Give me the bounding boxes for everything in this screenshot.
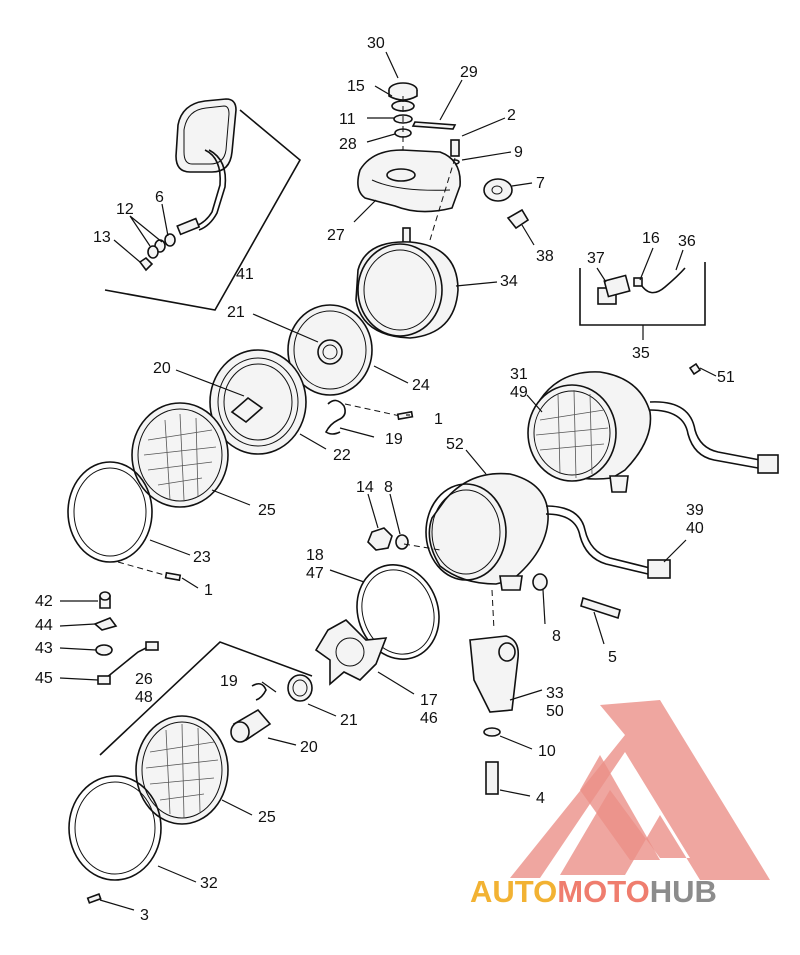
callout-12: 12	[116, 201, 134, 218]
callout-5: 5	[608, 649, 617, 666]
callout-11: 11	[339, 111, 356, 128]
callout-33: 33	[546, 685, 564, 702]
callout-4: 4	[536, 790, 545, 807]
callout-52: 52	[446, 436, 464, 453]
connector-group	[579, 262, 706, 340]
callout-29: 29	[460, 64, 478, 81]
aux-lamp-upper	[527, 371, 779, 493]
trim-ring-22	[209, 349, 307, 455]
bulb-retainer	[314, 619, 388, 686]
bulb-socket-lower	[287, 674, 313, 702]
callout-46: 46	[420, 710, 438, 727]
callout-numbers: 30 29 15 2 11 28 9 7 27 38 16 36 37 34 3…	[35, 35, 735, 924]
watermark-triangle	[510, 700, 770, 880]
gasket-ring	[356, 564, 440, 660]
callout-25-upper: 25	[258, 502, 276, 519]
callout-19-upper: 19	[385, 431, 403, 448]
callout-13: 13	[93, 229, 111, 246]
callout-22: 22	[333, 447, 351, 464]
callout-40: 40	[686, 520, 704, 537]
aux-lamp-lower	[425, 472, 671, 591]
spring-clip-19	[324, 399, 346, 435]
callout-39: 39	[686, 502, 704, 519]
retaining-ring-upper	[67, 461, 153, 563]
callout-9: 9	[514, 144, 523, 161]
callout-44: 44	[35, 617, 53, 634]
callout-6: 6	[155, 189, 164, 206]
mirror-assembly	[104, 98, 302, 311]
callout-26: 26	[135, 671, 153, 688]
callout-27: 27	[327, 227, 345, 244]
callout-42: 42	[35, 593, 53, 610]
lens-lower	[135, 715, 229, 825]
callout-49: 49	[510, 384, 528, 401]
callout-30: 30	[367, 35, 385, 52]
callout-31: 31	[510, 366, 528, 383]
callout-36: 36	[678, 233, 696, 250]
callout-3: 3	[140, 907, 149, 924]
callout-17: 17	[420, 692, 438, 709]
callout-16: 16	[642, 230, 660, 247]
watermark-triangle-inner	[580, 755, 660, 860]
callout-32: 32	[200, 875, 218, 892]
headlamp-shell	[355, 227, 459, 339]
callout-1-lower: 1	[204, 582, 213, 599]
callout-8-upper: 8	[384, 479, 393, 496]
reflector-ring	[287, 304, 373, 396]
callout-35: 35	[632, 345, 650, 362]
callout-2: 2	[507, 107, 516, 124]
callout-7: 7	[536, 175, 545, 192]
watermark-moto: MOTO	[557, 874, 649, 909]
watermark-logo	[510, 700, 770, 880]
callout-21-lower: 21	[340, 712, 358, 729]
watermark-hub: HUB	[650, 874, 717, 909]
callout-45: 45	[35, 670, 53, 687]
callout-8-lower: 8	[552, 628, 561, 645]
callout-10: 10	[538, 743, 556, 760]
retaining-ring-lower	[68, 775, 162, 881]
watermark-text: AUTOMOTOHUB	[470, 874, 717, 909]
callout-24: 24	[412, 377, 430, 394]
callout-20-lower: 20	[300, 739, 318, 756]
callout-1-upper: 1	[434, 411, 443, 428]
callout-43: 43	[35, 640, 53, 657]
lens-upper	[131, 402, 229, 508]
bulb-lower	[230, 708, 272, 743]
callout-48: 48	[135, 689, 153, 706]
callout-21-upper: 21	[227, 304, 245, 321]
callout-47: 47	[306, 565, 324, 582]
top-nacelle	[357, 82, 530, 241]
mount-bracket	[469, 635, 520, 795]
callout-15: 15	[347, 78, 365, 95]
callout-41: 41	[236, 266, 254, 283]
svg-text:AUTOMOTOHUB: AUTOMOTOHUB	[470, 874, 717, 909]
callout-37: 37	[587, 250, 605, 267]
callout-50: 50	[546, 703, 564, 720]
small-parts	[93, 591, 159, 685]
callout-51: 51	[717, 369, 735, 386]
callout-19-lower: 19	[220, 673, 238, 690]
callout-28: 28	[339, 136, 357, 153]
callout-25-lower: 25	[258, 809, 276, 826]
callout-23: 23	[193, 549, 211, 566]
callout-20-upper: 20	[153, 360, 171, 377]
callout-38: 38	[536, 248, 554, 265]
callout-34: 34	[500, 273, 518, 290]
leader-lines	[59, 51, 717, 911]
callout-18: 18	[306, 547, 324, 564]
callout-14: 14	[356, 479, 374, 496]
watermark-auto: AUTO	[470, 874, 557, 909]
nut-washer	[367, 527, 441, 551]
